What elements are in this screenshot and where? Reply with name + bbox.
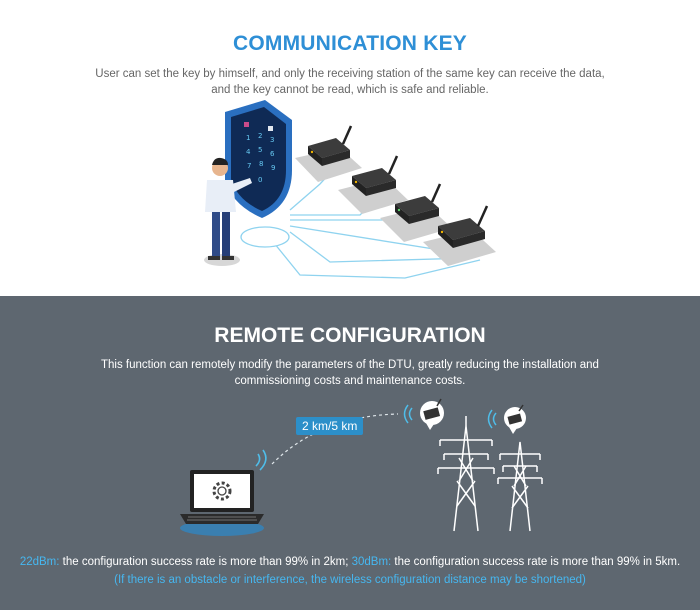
device-4	[423, 205, 496, 266]
communication-illustration: 1 2 3 4 5 6 7 8 9 0	[204, 100, 496, 279]
antenna-icon	[341, 125, 353, 145]
svg-text:6: 6	[270, 150, 275, 158]
svg-text:7: 7	[247, 162, 251, 170]
device-bubble-2	[504, 404, 526, 434]
svg-text:1: 1	[246, 134, 250, 142]
svg-text:9: 9	[271, 164, 275, 172]
person-figure	[204, 157, 252, 266]
wifi-icon	[255, 449, 267, 471]
config-note: 22dBm: the configuration success rate is…	[19, 556, 681, 568]
device-2	[338, 155, 408, 214]
svg-text:8: 8	[259, 160, 263, 168]
tower-icon	[497, 441, 543, 532]
section-description: User can set the key by himself, and onl…	[95, 68, 605, 96]
device-1	[295, 125, 362, 182]
laptop-icon	[180, 470, 264, 536]
keypad: 1 2 3 4 5 6 7 8 9 0	[246, 132, 275, 184]
svg-text:5: 5	[258, 146, 262, 154]
svg-text:0: 0	[258, 176, 262, 184]
svg-text:4: 4	[246, 148, 251, 156]
antenna-icon	[430, 183, 442, 203]
antenna-icon	[387, 155, 399, 175]
antenna-icon	[436, 398, 442, 407]
device-bubble-1	[420, 398, 444, 430]
distance-badge: 2 km/5 km	[296, 417, 364, 435]
gear-icon	[212, 481, 232, 501]
svg-text:2: 2	[258, 132, 262, 140]
antenna-icon	[476, 205, 489, 227]
tower-icon	[437, 416, 495, 532]
communication-key-section: COMMUNICATION KEY User can set the key b…	[0, 0, 700, 296]
section-title: REMOTE CONFIGURATION	[214, 324, 486, 347]
remote-illustration	[180, 398, 543, 536]
device-3	[380, 183, 452, 242]
base-circle	[240, 226, 290, 248]
config-disclaimer: (If there is an obstacle or interference…	[114, 574, 586, 586]
shield-icon: 1 2 3 4 5 6 7 8 9 0	[225, 100, 292, 218]
section-description: This function can remotely modify the pa…	[101, 359, 599, 387]
wifi-icon	[403, 404, 497, 429]
antenna-icon	[518, 404, 524, 412]
section-title: COMMUNICATION KEY	[232, 32, 467, 55]
remote-configuration-section: REMOTE CONFIGURATION This function can r…	[0, 296, 700, 610]
svg-text:3: 3	[270, 136, 274, 144]
